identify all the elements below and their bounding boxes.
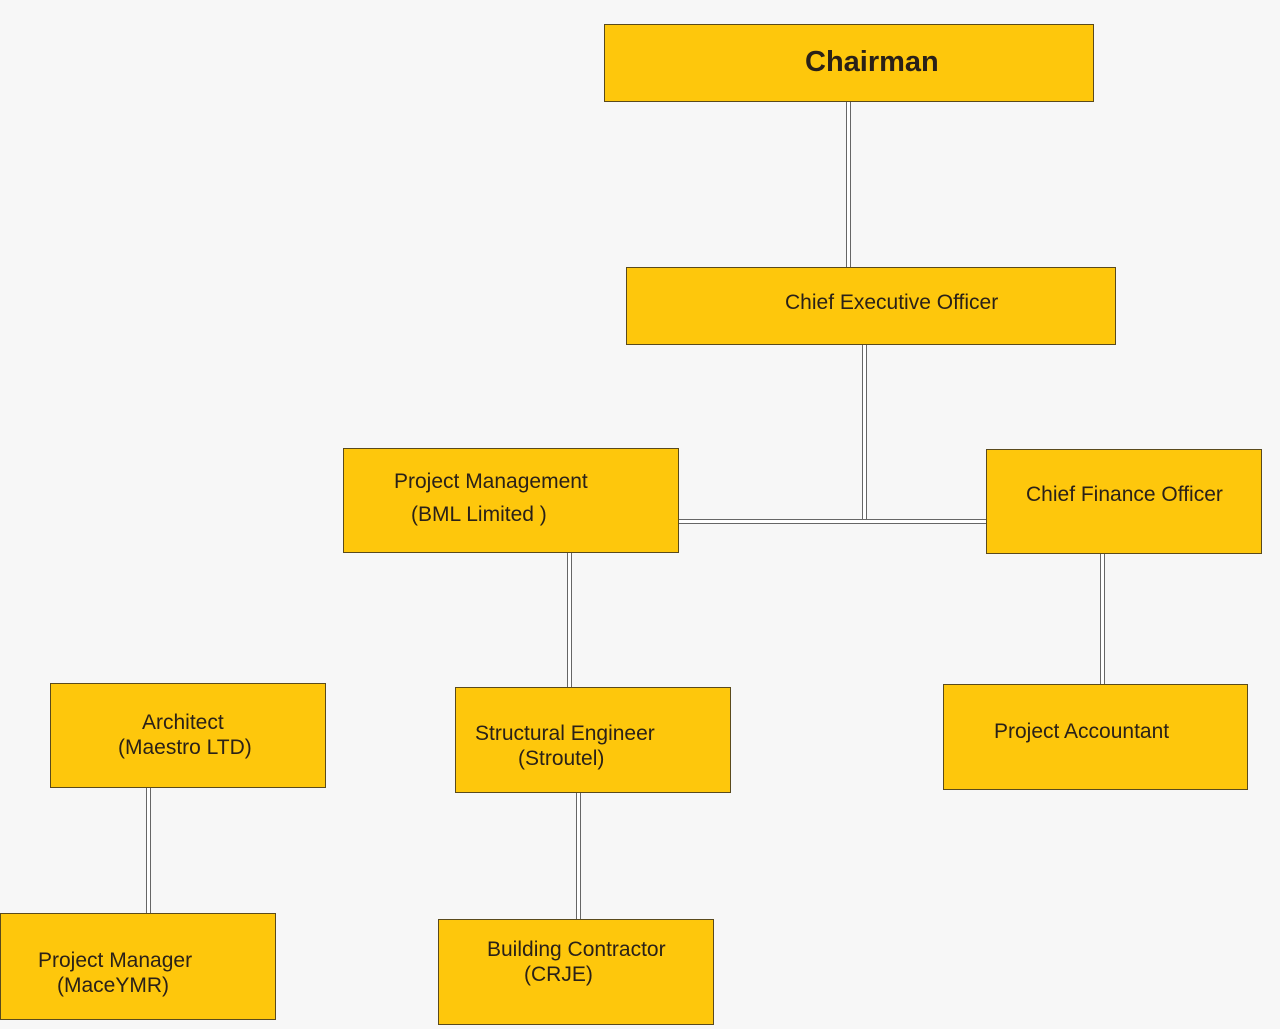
project-management-company: (BML Limited )	[411, 503, 547, 526]
architect-company: (Maestro LTD)	[118, 736, 252, 759]
building-contractor-box: Building Contractor (CRJE)	[438, 919, 714, 1025]
connector-branch-horizontal	[679, 519, 987, 524]
chairman-label: Chairman	[805, 46, 939, 78]
project-accountant-label: Project Accountant	[994, 720, 1170, 743]
connector-cfo-accountant	[1100, 554, 1105, 685]
project-manager-label: Project Manager	[38, 949, 193, 972]
cfo-label: Chief Finance Officer	[1026, 483, 1223, 506]
cfo-box: Chief Finance Officer	[986, 449, 1262, 554]
connector-architect-projectmanager	[146, 788, 151, 914]
connector-ceo-branch	[862, 345, 867, 523]
ceo-box: Chief Executive Officer	[626, 267, 1116, 345]
connector-chairman-ceo	[846, 101, 851, 268]
project-accountant-box: Project Accountant	[943, 684, 1248, 790]
connector-pm-structural	[567, 553, 572, 688]
architect-label: Architect	[142, 711, 224, 734]
building-contractor-company: (CRJE)	[524, 963, 593, 986]
project-management-label: Project Management	[394, 470, 588, 493]
project-manager-company: (MaceYMR)	[57, 974, 170, 997]
ceo-label: Chief Executive Officer	[785, 291, 999, 314]
project-manager-box: Project Manager (MaceYMR)	[0, 913, 276, 1020]
project-management-box: Project Management (BML Limited )	[343, 448, 679, 553]
structural-engineer-label: Structural Engineer	[475, 722, 655, 745]
architect-box: Architect (Maestro LTD)	[50, 683, 326, 788]
chairman-box: Chairman	[604, 24, 1094, 102]
structural-engineer-box: Structural Engineer (Stroutel)	[455, 687, 731, 793]
structural-engineer-company: (Stroutel)	[518, 747, 605, 770]
connector-structural-contractor	[576, 793, 581, 920]
building-contractor-label: Building Contractor	[487, 938, 666, 961]
